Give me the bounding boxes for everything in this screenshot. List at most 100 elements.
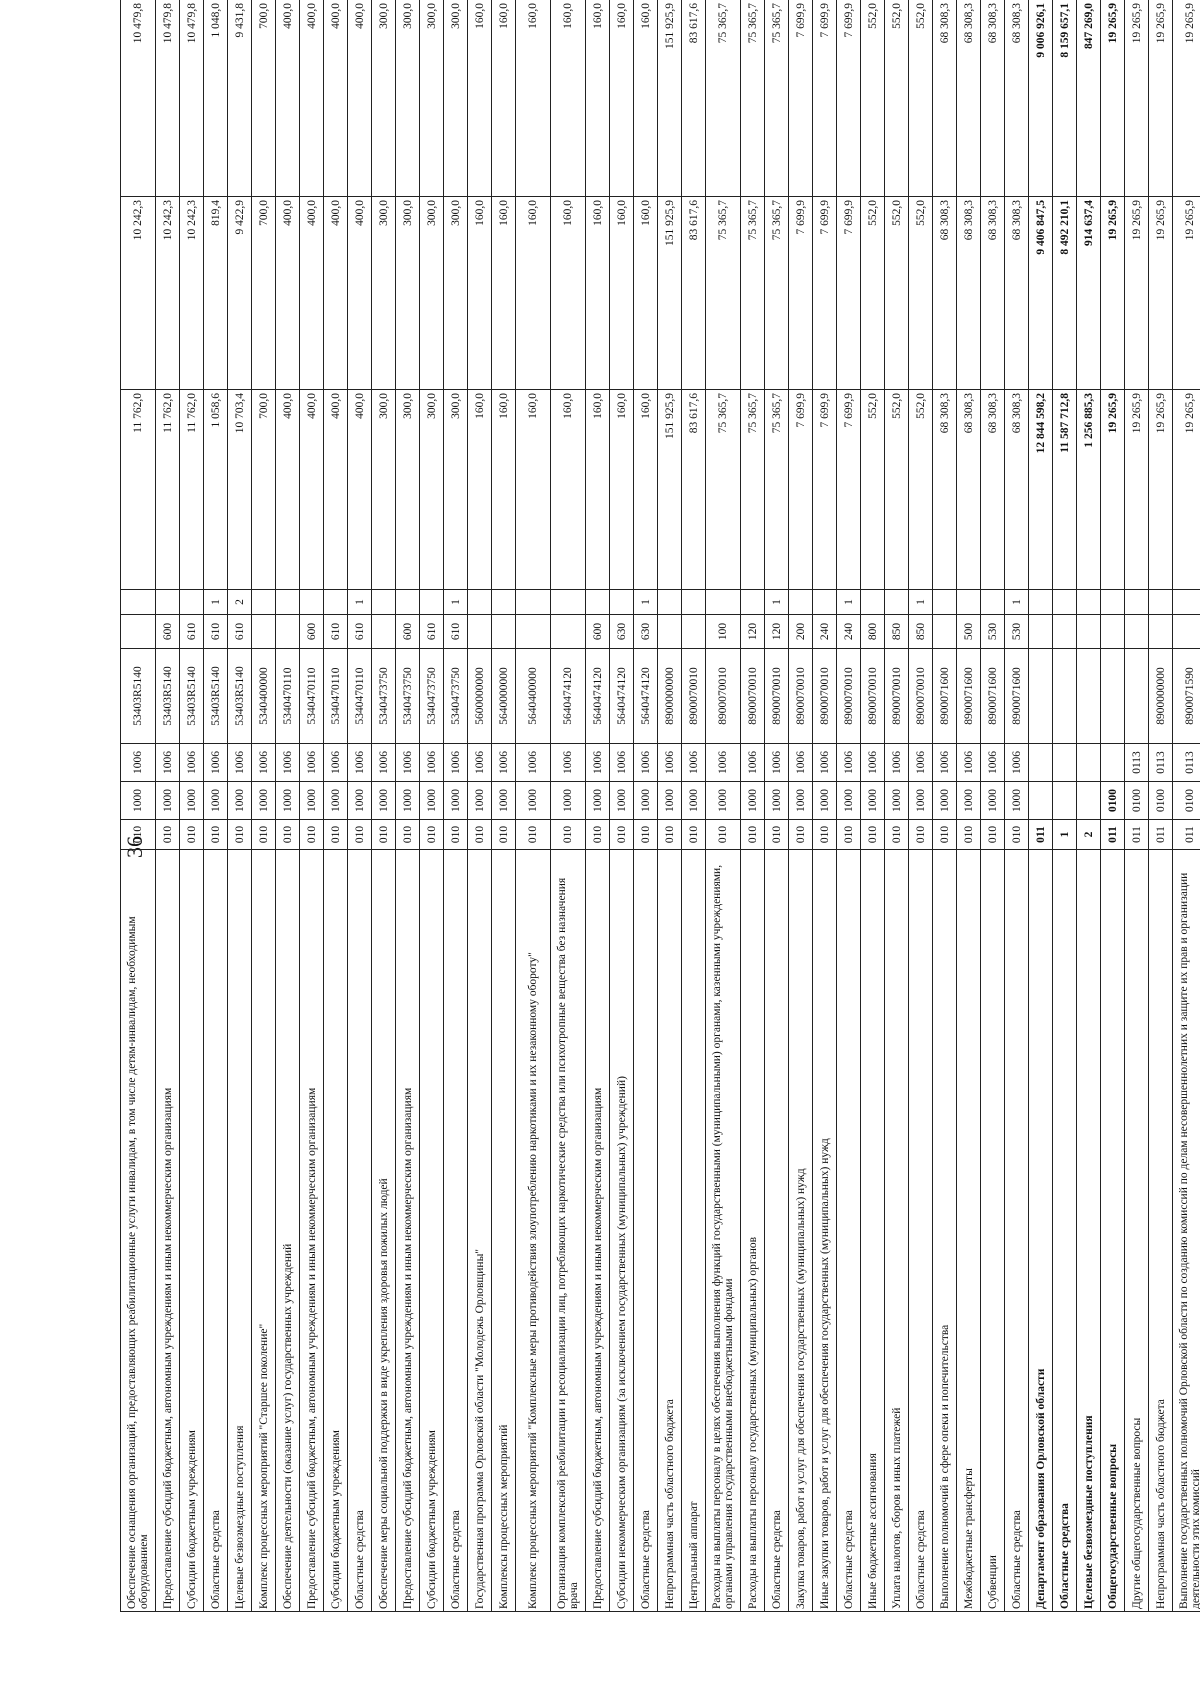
item-name: Предоставление субсидий бюджетным, автон… xyxy=(585,849,610,1612)
code-subsection: 1006 xyxy=(836,743,861,782)
code-target: 5340470110 xyxy=(275,648,300,744)
code-subsection: 1006 xyxy=(681,743,706,782)
amount-year-2: 552,0 xyxy=(884,196,909,390)
code-admin: 010 xyxy=(681,819,706,850)
code-subsection: 1006 xyxy=(657,743,682,782)
item-name: Областные средства xyxy=(1004,849,1029,1612)
code-section: 1000 xyxy=(299,781,324,820)
code-section: 1000 xyxy=(203,781,228,820)
amount-year-1: 160,0 xyxy=(633,389,658,590)
code-admin: 1 xyxy=(1052,819,1077,850)
amount-year-3: 7 699,9 xyxy=(788,0,813,197)
code-section: 1000 xyxy=(120,781,156,820)
code-admin: 010 xyxy=(443,819,468,850)
amount-year-2: 160,0 xyxy=(609,196,634,390)
code-expense-type xyxy=(657,614,682,649)
amount-year-2: 400,0 xyxy=(299,196,324,390)
code-admin: 010 xyxy=(395,819,420,850)
amount-year-3: 8 159 657,1 xyxy=(1052,0,1077,197)
code-admin: 011 xyxy=(1172,819,1200,850)
table-body: Обеспечение оснащения организаций, предо… xyxy=(120,0,1200,1612)
code-section: 1000 xyxy=(515,781,551,820)
code-section: 1000 xyxy=(860,781,885,820)
code-expense-type: 530 xyxy=(1004,614,1029,649)
amount-year-3: 1 048,0 xyxy=(203,0,228,197)
amount-year-2: 9 406 847,5 xyxy=(1028,196,1053,390)
item-name: Предоставление субсидий бюджетным, автон… xyxy=(299,849,324,1612)
amount-year-1: 7 699,9 xyxy=(836,389,861,590)
amount-year-3: 160,0 xyxy=(467,0,492,197)
code-subsection: 1006 xyxy=(275,743,300,782)
code-section: 1000 xyxy=(155,781,180,820)
code-section: 1000 xyxy=(419,781,444,820)
code-expense-type xyxy=(1124,614,1149,649)
amount-year-3: 300,0 xyxy=(371,0,396,197)
code-expense-type: 610 xyxy=(323,614,348,649)
item-name: Межбюджетные трансферты xyxy=(956,849,981,1612)
code-source xyxy=(120,589,156,615)
amount-year-1: 75 365,7 xyxy=(764,389,789,590)
item-name: Субсидии некоммерческим организациям (за… xyxy=(609,849,634,1612)
code-expense-type: 610 xyxy=(227,614,252,649)
code-subsection: 1006 xyxy=(764,743,789,782)
amount-year-1: 12 844 598,2 xyxy=(1028,389,1053,590)
amount-year-1: 19 265,9 xyxy=(1172,389,1200,590)
amount-year-3: 400,0 xyxy=(299,0,324,197)
code-target: 5340470110 xyxy=(299,648,324,744)
code-section: 1000 xyxy=(764,781,789,820)
item-name: Иные бюджетные ассигнования xyxy=(860,849,885,1612)
code-subsection: 1006 xyxy=(860,743,885,782)
amount-year-3: 19 265,9 xyxy=(1124,0,1149,197)
amount-year-3: 400,0 xyxy=(347,0,372,197)
code-subsection: 1006 xyxy=(179,743,204,782)
amount-year-1: 68 308,3 xyxy=(932,389,957,590)
code-subsection: 1006 xyxy=(419,743,444,782)
item-name: Непрограммная часть областного бюджета xyxy=(657,849,682,1612)
code-subsection: 0113 xyxy=(1124,743,1149,782)
amount-year-3: 300,0 xyxy=(395,0,420,197)
code-expense-type: 530 xyxy=(980,614,1005,649)
code-target: 8900071600 xyxy=(1004,648,1029,744)
item-name: Областные средства xyxy=(633,849,658,1612)
amount-year-3: 9 431,8 xyxy=(227,0,252,197)
code-target: 8900070010 xyxy=(812,648,837,744)
code-expense-type xyxy=(275,614,300,649)
item-name: Предоставление субсидий бюджетным, автон… xyxy=(395,849,420,1612)
code-target: 8900070010 xyxy=(764,648,789,744)
amount-year-3: 75 365,7 xyxy=(740,0,765,197)
table-row: Предоставление субсидий бюджетным, автон… xyxy=(155,0,180,1612)
code-admin: 010 xyxy=(764,819,789,850)
amount-year-1: 552,0 xyxy=(860,389,885,590)
amount-year-3: 68 308,3 xyxy=(932,0,957,197)
amount-year-1: 400,0 xyxy=(299,389,324,590)
item-name: Целевые безвозмездные поступления xyxy=(1076,849,1101,1612)
code-source xyxy=(155,589,180,615)
code-admin: 010 xyxy=(467,819,492,850)
code-admin: 010 xyxy=(585,819,610,850)
amount-year-2: 300,0 xyxy=(395,196,420,390)
code-expense-type: 850 xyxy=(908,614,933,649)
amount-year-2: 10 242,3 xyxy=(179,196,204,390)
code-section: 1000 xyxy=(275,781,300,820)
code-admin: 010 xyxy=(120,819,156,850)
amount-year-3: 847 269,0 xyxy=(1076,0,1101,197)
code-expense-type xyxy=(1028,614,1053,649)
code-expense-type: 800 xyxy=(860,614,885,649)
code-subsection: 1006 xyxy=(120,743,156,782)
code-section: 1000 xyxy=(788,781,813,820)
item-name: Обеспечение меры социальной поддержки в … xyxy=(371,849,396,1612)
code-source xyxy=(812,589,837,615)
amount-year-2: 68 308,3 xyxy=(956,196,981,390)
code-section: 1000 xyxy=(585,781,610,820)
code-target: 5340470110 xyxy=(347,648,372,744)
amount-year-3: 68 308,3 xyxy=(1004,0,1029,197)
item-name: Комплексы процессных мероприятий xyxy=(491,849,516,1612)
code-admin: 010 xyxy=(956,819,981,850)
code-section: 1000 xyxy=(443,781,468,820)
amount-year-3: 160,0 xyxy=(609,0,634,197)
code-target: 8900070010 xyxy=(860,648,885,744)
code-subsection: 1006 xyxy=(299,743,324,782)
